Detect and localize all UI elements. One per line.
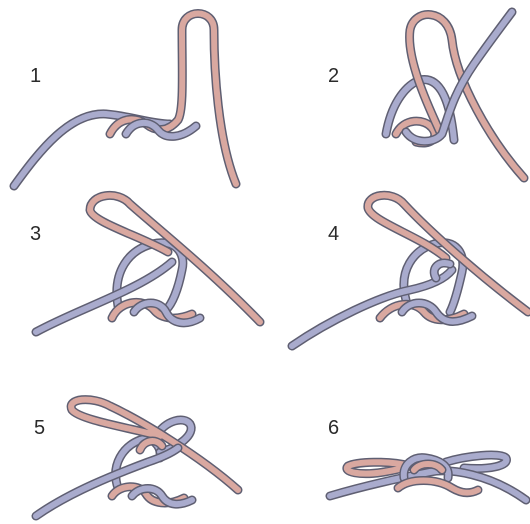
step-6: 6 [328,417,526,500]
step-2-rope [386,12,524,178]
step-5-number: 5 [34,417,45,439]
step-1-number: 1 [30,65,41,87]
step-5-rope [36,400,238,516]
step-3-rope [36,195,260,332]
step-3: 3 [30,195,260,332]
step-2: 2 [328,12,524,178]
step-6-number: 6 [328,417,339,439]
step-4: 4 [292,195,528,346]
step-5: 5 [34,400,238,516]
step-2-number: 2 [328,65,339,87]
step-4-rope [292,195,528,346]
step-6-rope [330,455,526,500]
step-1-rope [14,14,236,187]
step-1: 1 [14,14,236,187]
step-4-number: 4 [328,223,339,245]
step-3-number: 3 [30,223,41,245]
